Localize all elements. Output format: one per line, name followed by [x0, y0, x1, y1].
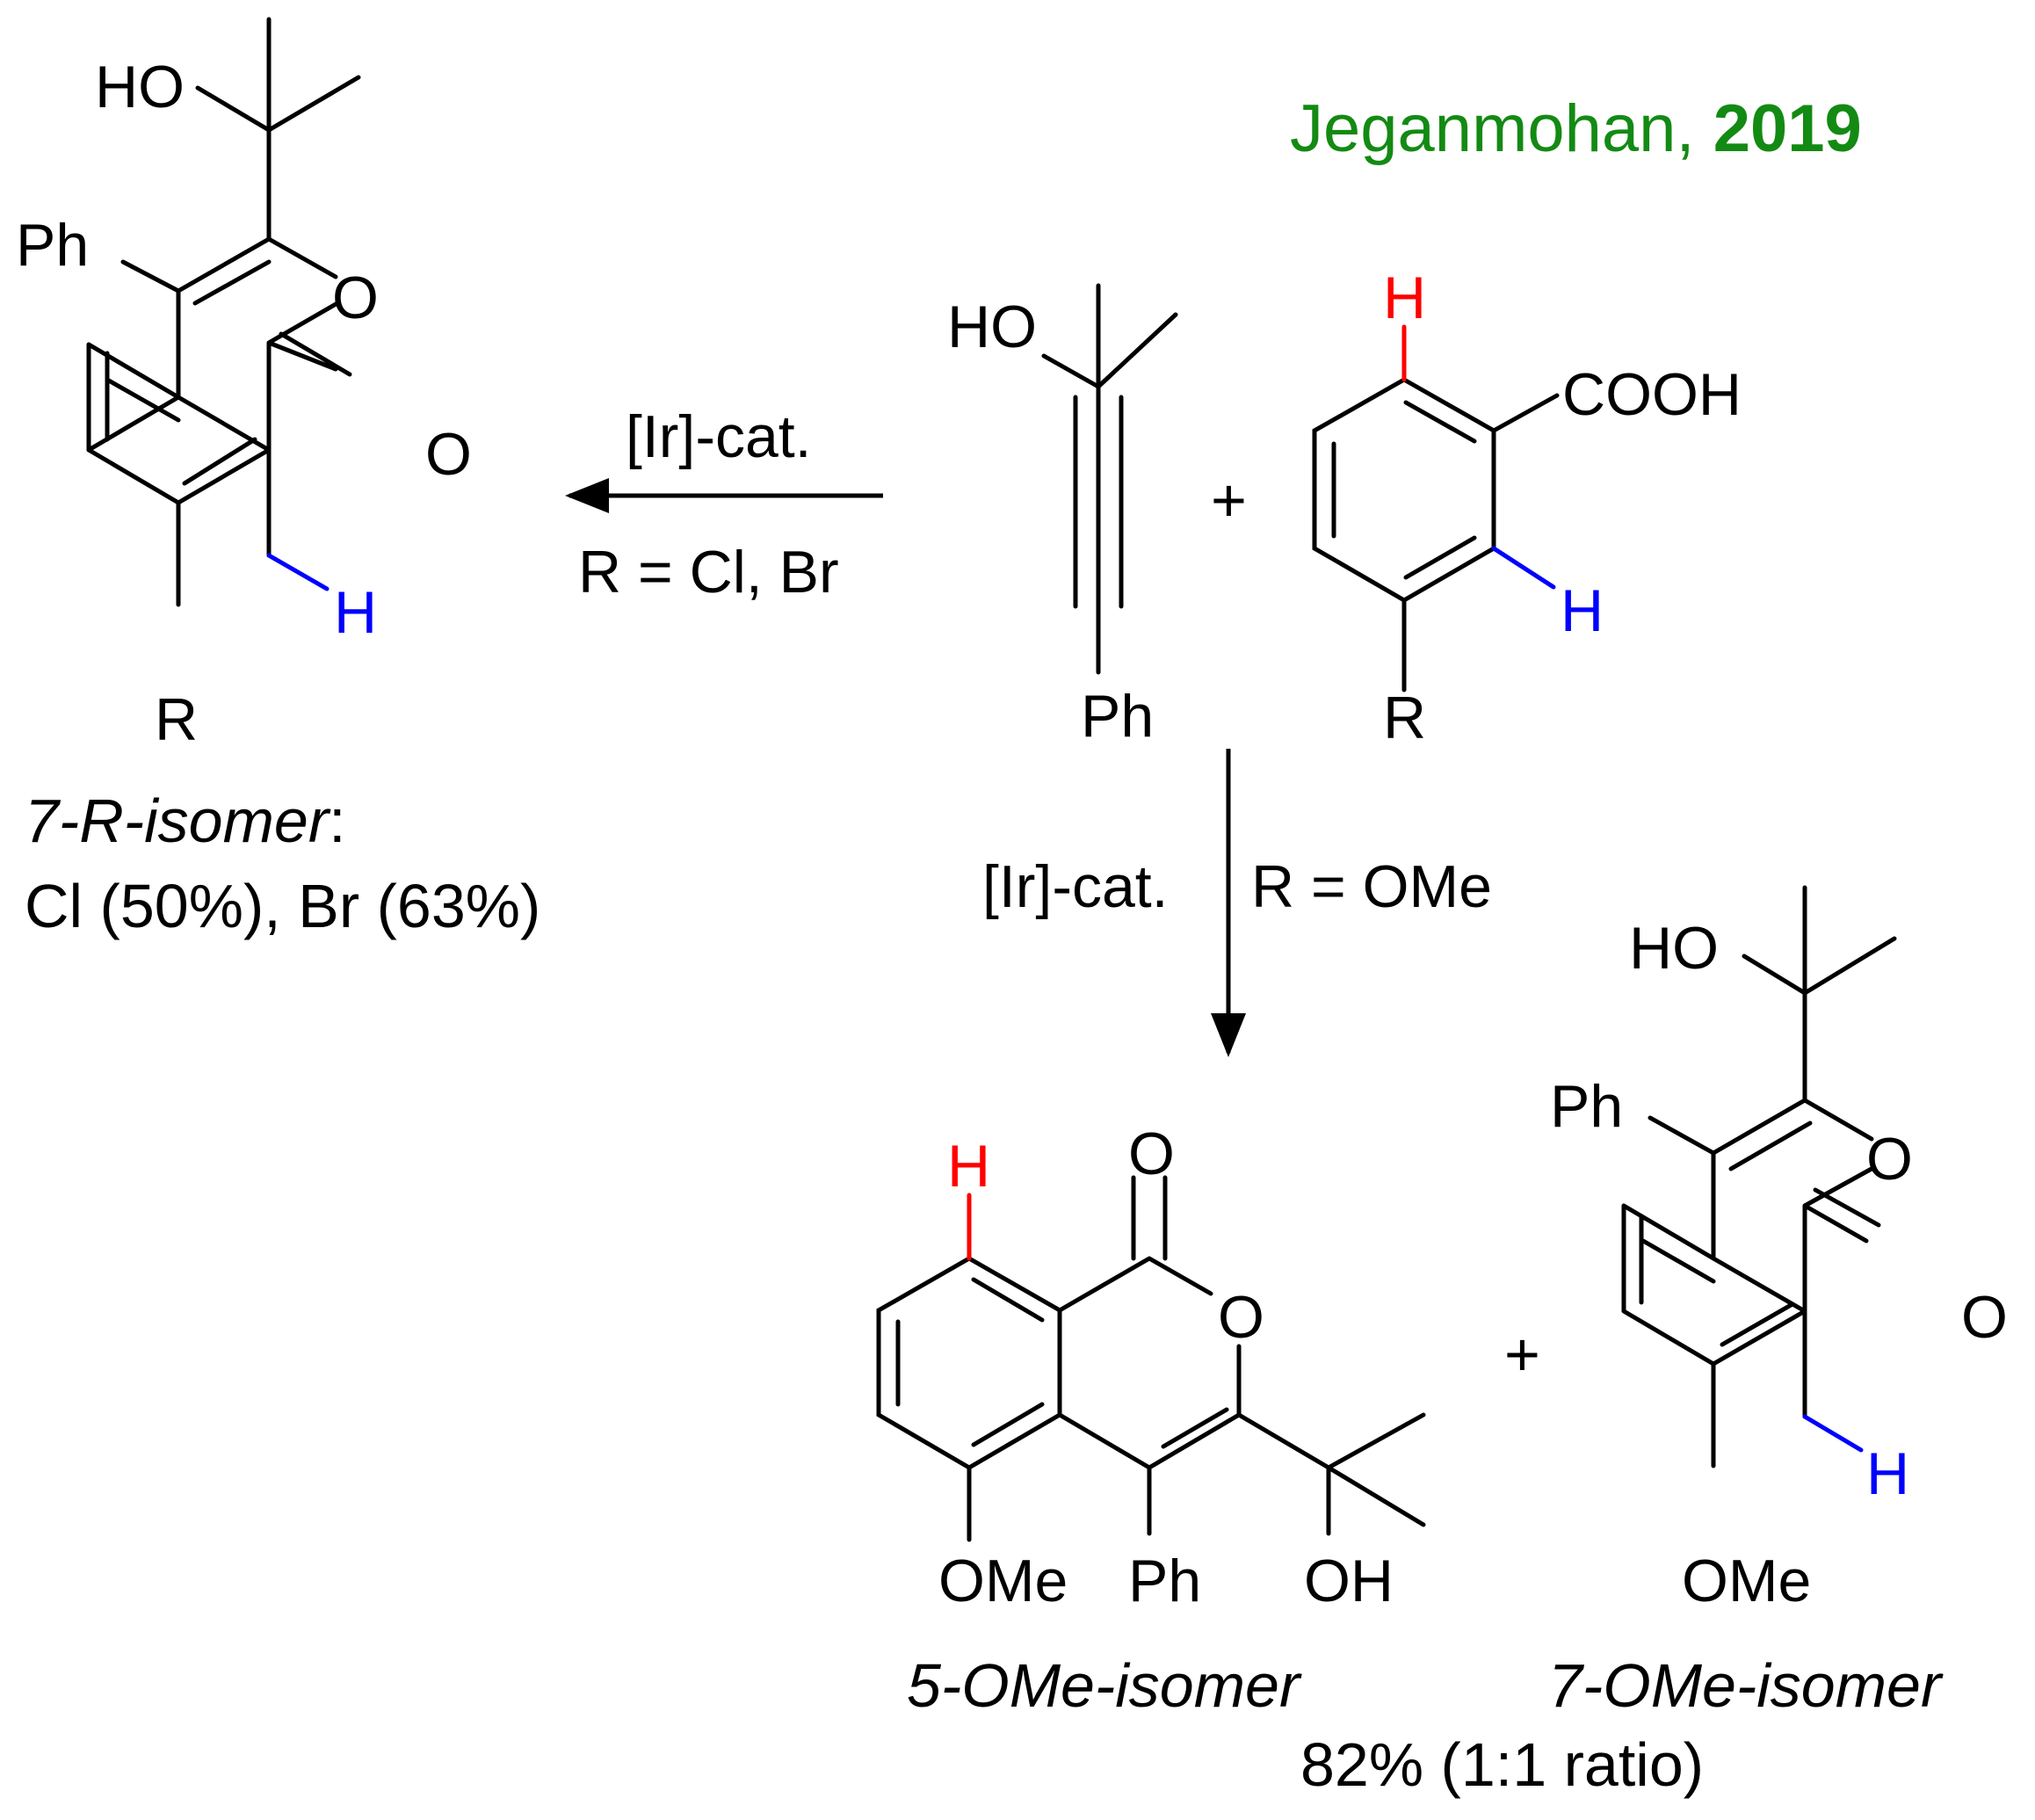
- product-7-r-isomer: HO Ph O O H R: [16, 17, 472, 753]
- citation-year: 2019: [1713, 91, 1862, 166]
- product-5ome-carbonyl-o-label: O: [1128, 1120, 1175, 1187]
- product-7r-carbonyl-o-label: O: [425, 421, 472, 488]
- product-5ome-ome-label: OMe: [938, 1548, 1068, 1614]
- product-7ome-ome-label: OMe: [1682, 1548, 1811, 1614]
- product-7r-ph-label: Ph: [16, 212, 89, 279]
- product-7r-r-label: R: [155, 686, 198, 753]
- product-7-r-ring: [86, 395, 181, 453]
- alkyne-ph-label: Ph: [1081, 683, 1154, 750]
- product-7r-isomer-name: 7-R-isomer: [25, 787, 331, 855]
- alkyne-reactant: HO Ph: [947, 283, 1178, 750]
- benzoic-acid-reactant: H H COOH R: [1312, 265, 1742, 751]
- down-reaction-arrow: [Ir]-cat. R = OMe: [982, 749, 1492, 1057]
- retained-ch-bond: [1491, 546, 1556, 590]
- product-7-ome-isomer: HO Ph O O H OMe: [1550, 885, 2008, 1614]
- product-7ome-carbonyl-o-label: O: [1961, 1284, 2008, 1351]
- product-5ome-label: 5-OMe-isomer: [907, 1651, 1302, 1720]
- product-7r-ho-label: HO: [95, 54, 185, 120]
- product-7r-label: 7-R-isomer:: [25, 787, 346, 855]
- retained-h-label: H: [1561, 577, 1604, 644]
- product-7r-ring-o-label: O: [332, 265, 379, 331]
- reacted-h-label: H: [1383, 265, 1426, 331]
- product-5ome-ring-o-label: O: [1218, 1284, 1264, 1351]
- left-arrow-catalyst: [Ir]-cat.: [626, 403, 812, 470]
- alkyne-ho-label: HO: [947, 294, 1037, 360]
- combined-yield: 82% (1:1 ratio): [1300, 1730, 1704, 1799]
- products-plus: +: [1504, 1320, 1540, 1389]
- reactant-plus: +: [1211, 466, 1247, 534]
- product-7r-label-suffix: :: [329, 787, 345, 855]
- reactant-r-label: R: [1383, 685, 1426, 751]
- product-5ome-h-label: H: [947, 1133, 990, 1200]
- product-7r-yields: Cl (50%), Br (63%): [25, 872, 540, 940]
- citation: Jeganmohan, 2019: [1290, 91, 1862, 166]
- product-7r-retained-ch: [266, 553, 330, 591]
- product-5-ome-isomer: H O O OMe Ph OH: [876, 1120, 1426, 1614]
- product-7r-retained-h-label: H: [334, 579, 377, 646]
- down-arrow-catalyst: [Ir]-cat.: [982, 853, 1169, 920]
- product-7ome-retained-ch: [1802, 1414, 1864, 1453]
- product-5ome-ph-label: Ph: [1128, 1548, 1201, 1614]
- down-arrow-condition: R = OMe: [1251, 853, 1492, 920]
- product-5ome-oh-label: OH: [1304, 1548, 1394, 1614]
- left-reaction-arrow: [Ir]-cat. R = Cl, Br: [565, 403, 883, 605]
- cooh-label: COOH: [1562, 361, 1742, 428]
- product-7ome-h-label: H: [1866, 1440, 1909, 1507]
- product-7ome-ring-o-label: O: [1866, 1126, 1913, 1193]
- left-arrow-condition: R = Cl, Br: [578, 539, 839, 605]
- product-7ome-ho-label: HO: [1629, 915, 1719, 982]
- product-7ome-ph-label: Ph: [1550, 1073, 1623, 1140]
- product-7ome-label: 7-OMe-isomer: [1548, 1651, 1944, 1720]
- citation-author: Jeganmohan,: [1290, 91, 1713, 166]
